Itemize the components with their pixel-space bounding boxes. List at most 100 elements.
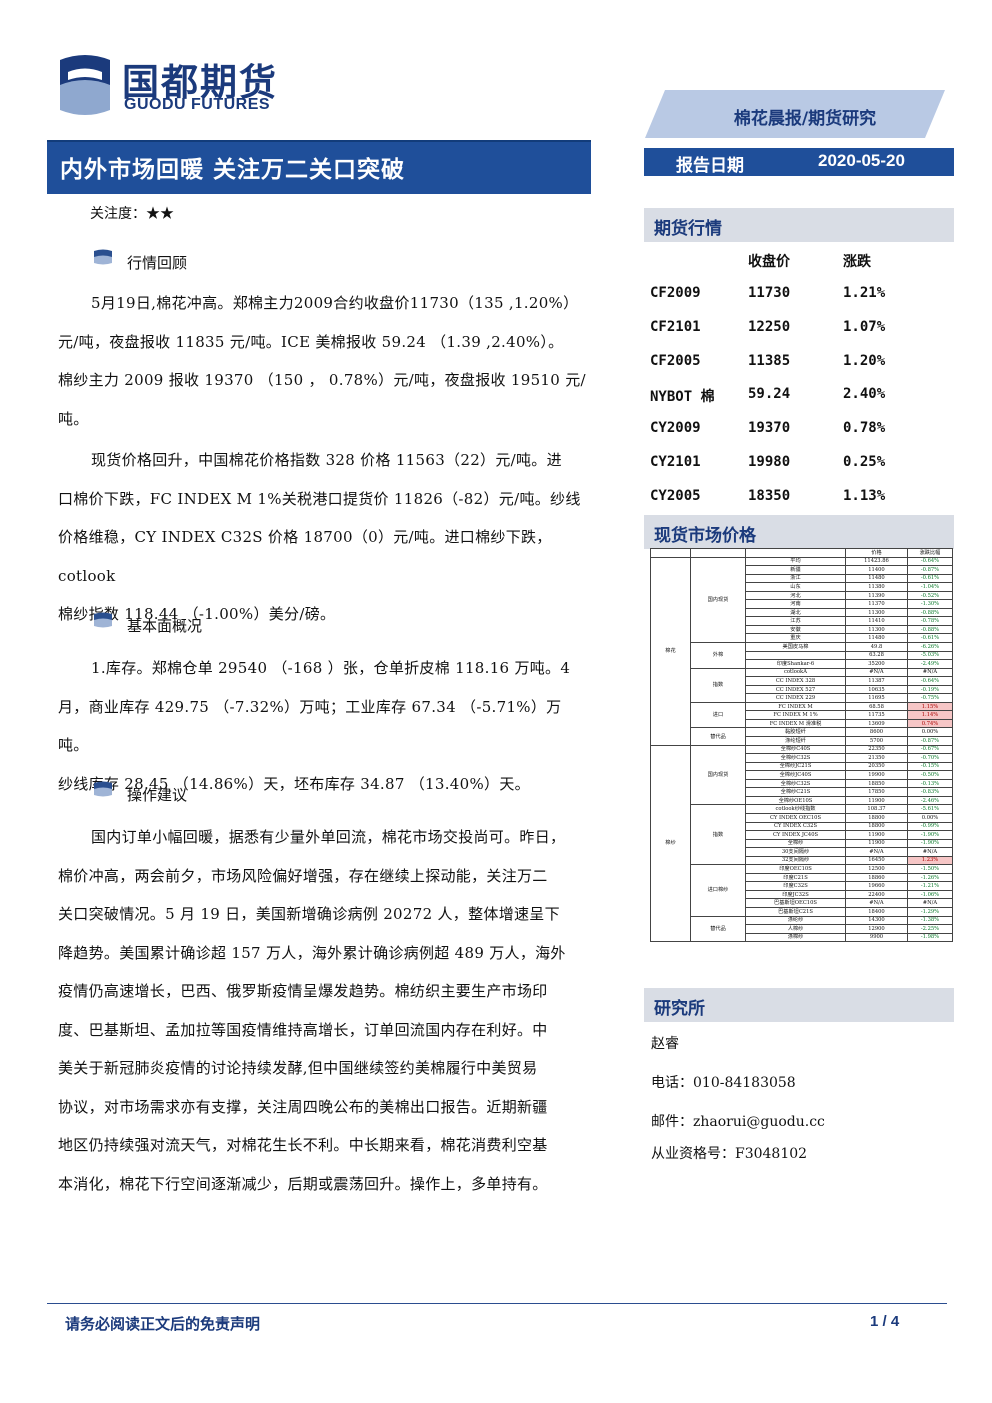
spot-price: 18850 [845,778,908,789]
spot-price: 18860 [845,872,908,883]
text-line: 纱线库存 28.45 （14.86%）天，坯布库存 34.87 （13.40%）… [58,774,530,793]
spot-price: 11300 [845,624,908,635]
section-heading: 行情回顾 [127,254,188,272]
spot-price: 11380 [845,582,908,592]
futures-close: 59.24 [748,386,791,403]
spot-price: 22400 [845,889,908,900]
futures-close: 11730 [748,285,791,301]
spot-chg: -1.90% [907,838,953,849]
text-line: 本消化，棉花下行空间逐渐减少，后期或震荡回升。操作上，多单持有。 [58,1174,548,1193]
spot-chg: -1.30% [907,599,953,609]
analyst-phone: 电话：010-84183058 [651,1075,796,1091]
paragraph-market-2: 现货价格回升，中国棉花价格指数 328 价格 11563（22）元/吨。进 口棉… [58,441,588,634]
section-heading: 操作建议 [127,786,188,804]
text-line: 口棉价下跌，FC INDEX M 1%关税港口提货价 11826（-82）元/吨… [58,489,581,508]
spot-chg: 0.00% [907,812,953,823]
text-line: 关口突破情况。5 月 19 日，美国新增确诊病例 20272 人，整体增速呈下 [58,905,560,923]
spot-price: 12900 [845,924,908,934]
research-heading: 研究所 [654,999,705,1019]
spot-name: 山东 [745,582,846,592]
spot-price: 5700 [845,736,908,746]
section-bullet-icon [94,612,112,628]
spot-chg: -0.87% [907,565,953,575]
spot-name: cotlook纱线指数 [745,804,846,814]
spot-price: 11400 [845,565,908,575]
spot-header-cell [650,548,691,558]
spot-price: 11480 [845,633,908,643]
spot-price: #N/A [845,847,908,857]
spot-subcategory: 替代品 [690,727,746,746]
spot-price: 11300 [845,607,908,618]
paragraph-fundamentals: 1.库存。郑棉仓单 29540 （-168 ）张，仓单折皮棉 118.16 万吨… [58,649,588,803]
section-heading: 基本面概况 [127,617,203,635]
text-line: 疫情仍高速增长，巴西、俄罗斯疫情呈爆发趋势。棉纺织主要生产市场印 [58,982,548,1000]
futures-header: 期货行情 [644,208,954,242]
spot-chg: -0.13% [907,778,953,789]
spot-price: 11900 [845,795,908,806]
spot-chg: -1.21% [907,881,953,891]
spot-category: 棉纱 [650,744,691,943]
futures-close: 19370 [748,420,791,437]
futures-col-close: 收盘价 [748,254,790,270]
spot-chg: -5.03% [907,650,953,661]
spot-header-row: 价格涨跌比幅 [650,548,953,558]
section-advice: 操作建议 [92,780,187,804]
spot-price: 14300 [845,915,908,926]
spot-subcategory: 指数 [690,667,746,703]
spot-name: FC INDEX M [745,701,846,712]
spot-price: 19900 [845,770,908,780]
spot-chg: -0.75% [907,693,953,703]
text-line: 现货价格回升，中国棉花价格指数 328 价格 11563（22）元/吨。进 [91,451,562,469]
spot-name: CC INDEX 328 [745,676,846,686]
spot-price: 8600 [845,727,908,738]
spot-chg: -0.70% [907,753,953,763]
spot-price: 17850 [845,787,908,797]
spot-name: 巴基斯坦OEC10S [745,898,846,908]
spot-name: 黏胶短纤 [745,727,846,738]
spot-chg: -0.50% [907,770,953,780]
spot-subcategory: 进口 [690,701,746,729]
futures-change: 1.07% [843,318,886,335]
spot-name: 湖北 [745,607,846,618]
text-line: 度、巴基斯坦、孟加拉等国疫情维持高增长，订单回流国内存在利好。中 [58,1020,548,1039]
text-line: 1.库存。郑棉仓单 29540 （-168 ）张，仓单折皮棉 118.16 万吨… [91,659,571,677]
spot-chg: -0.15% [907,761,953,772]
spot-name: 新疆 [745,565,846,575]
spot-name: 重庆 [745,633,846,643]
text-line: 地区仍持续强对流天气，对棉花生长不利。中长期来看，棉花消费利空基 [58,1136,548,1154]
spot-subcategory: 指数 [690,804,746,866]
spot-header-cell [745,548,846,558]
paragraph-advice: 国内订单小幅回暖，据悉有少量外单回流，棉花市场交投尚可。昨日， 棉价冲高，两会前… [58,818,588,1203]
spot-price: 12500 [845,864,908,874]
spot-price: 11370 [845,599,908,609]
spot-price: 11695 [845,693,908,703]
spot-name: 印度Shankar-6 [745,659,846,669]
spot-chg: -0.83% [907,787,953,797]
futures-close: 18350 [748,487,791,504]
spot-chg: -0.78% [907,616,953,626]
spot-chg: #N/A [907,898,953,908]
spot-name: 河北 [745,590,846,601]
futures-close: 11385 [748,352,791,369]
spot-chg: -1.26% [907,872,953,883]
text-line: 协议，对市场需求亦有支撑，关注周四晚公布的美棉出口报告。近期新疆 [58,1097,548,1116]
spot-chg: -0.52% [907,590,953,601]
spot-chg: 1.14% [907,710,953,720]
spot-chg: #N/A [907,667,953,678]
spot-name: CC INDEX 229 [745,693,846,703]
spot-name: 30支间隔纱 [745,847,846,857]
futures-name: CF2005 [650,352,701,369]
text-line: 吨。 [58,409,89,428]
spot-chg: -2.49% [907,659,953,669]
spot-name: 美国皮马棉 [745,642,846,652]
spot-price: 18800 [845,812,908,823]
spot-price: 18800 [845,821,908,832]
spot-header-cell: 价格 [845,548,908,558]
spot-name: 印度OEC10S [745,864,846,874]
analyst-email: 邮件：zhaorui@guodu.cc [651,1114,825,1130]
